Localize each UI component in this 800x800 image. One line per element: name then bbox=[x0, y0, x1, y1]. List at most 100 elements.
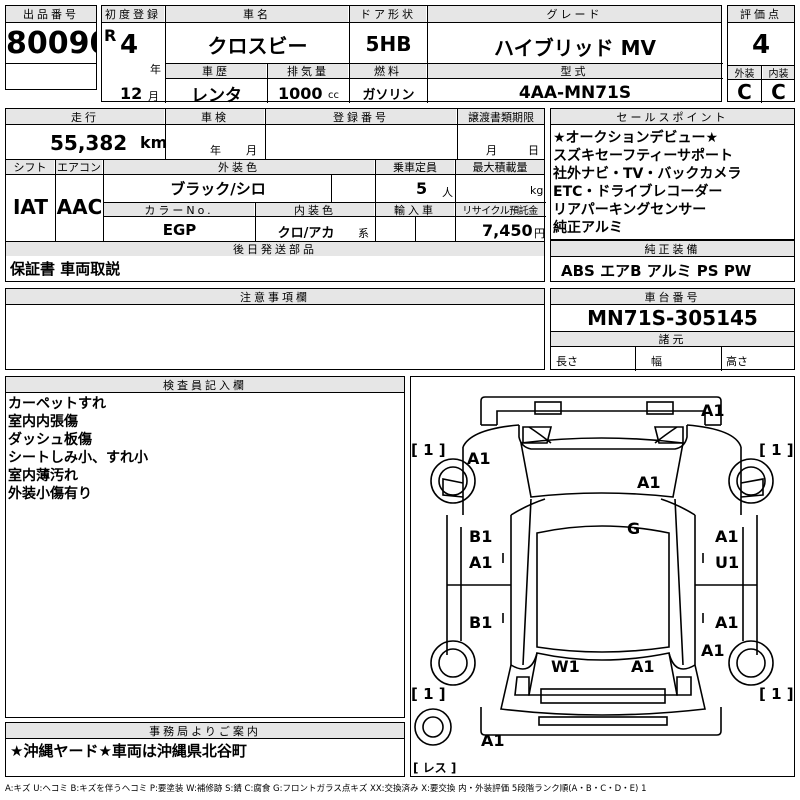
inspector-box: 検査員記入欄 カーペットすれ 室内内張傷 ダッシュ板傷 シートしみ小、すれ小 室… bbox=[5, 376, 405, 718]
height-label: 高さ bbox=[726, 355, 748, 368]
length-label: 長さ bbox=[556, 355, 578, 368]
genuine-equip: ABS エアB アルミ PS PW bbox=[561, 262, 752, 280]
sales-point: リアパーキングセンサー bbox=[553, 202, 707, 218]
damage-mark: A1 bbox=[701, 641, 725, 660]
car-name-label: 車名 bbox=[166, 6, 348, 22]
mileage-label: 走行 bbox=[6, 109, 164, 124]
recycle: 7,450 bbox=[482, 221, 533, 240]
damage-mark: B1 bbox=[469, 527, 493, 546]
sales-point: ETC・ドライブレコーダー bbox=[553, 184, 723, 200]
kg-unit: kg bbox=[530, 184, 544, 197]
score-box: 評価点 4 外装 内装 C C bbox=[727, 5, 795, 104]
damage-diagram-box: A1 A1 A1 G B1 A1 A1 U1 B1 A1 A1 W1 A1 A1… bbox=[410, 376, 795, 777]
displacement: 1000 bbox=[278, 84, 323, 103]
sales-points-box: セールスポイント ★オークションデビュー★ スズキセーフティーサポート 社外ナビ… bbox=[550, 108, 795, 240]
chassis-box: 車台番号 MN71S-305145 諸元 長さ 幅 高さ bbox=[550, 288, 795, 371]
office-notice: ★沖縄ヤード★車両は沖縄県北谷町 bbox=[10, 742, 247, 760]
registration-box: 走行 車検 登録番号 譲渡書類期限 55,382 km 年 月 月 日 シフト … bbox=[5, 108, 546, 257]
chassis-number: MN71S-305145 bbox=[587, 306, 758, 330]
recycle-label: リサイクル預託金 bbox=[456, 203, 544, 216]
damage-mark: W1 bbox=[551, 657, 580, 676]
month-unit: 月 bbox=[148, 90, 159, 103]
chassis-label: 車台番号 bbox=[551, 289, 794, 304]
inspection-label: 車検 bbox=[166, 109, 264, 124]
era: R bbox=[104, 26, 117, 45]
color-no-label: カラーNo. bbox=[104, 203, 254, 216]
model-code-label: 型式 bbox=[428, 64, 721, 78]
transfer-label: 譲渡書類期限 bbox=[458, 109, 544, 124]
person-unit: 人 bbox=[442, 186, 453, 199]
tire-tread-rl: [ 1 ] bbox=[411, 685, 446, 703]
reg-year: 4 bbox=[120, 30, 139, 60]
grade: ハイブリッド MV bbox=[494, 36, 656, 60]
spare-tire: [ レス ] bbox=[413, 761, 457, 775]
damage-mark: A1 bbox=[467, 449, 491, 468]
month-unit-2: 月 bbox=[246, 144, 257, 157]
sales-points-label: セールスポイント bbox=[551, 109, 794, 124]
int-color-label: 内装色 bbox=[256, 203, 374, 216]
aircon-label: エアコン bbox=[56, 160, 102, 174]
first-reg-label: 初度登録 bbox=[102, 6, 164, 22]
notes-box: 注意事項欄 bbox=[5, 288, 545, 370]
specs-label: 諸元 bbox=[551, 332, 794, 346]
interior-grade: C bbox=[771, 80, 786, 104]
door-type: 5HB bbox=[365, 32, 412, 56]
fuel: ガソリン bbox=[362, 88, 415, 103]
shift: IAT bbox=[12, 195, 48, 219]
genuine-equip-box: 純正装備 ABS エアB アルミ PS PW bbox=[550, 240, 795, 282]
score-label: 評価点 bbox=[728, 6, 794, 22]
interior-label: 内装 bbox=[763, 66, 794, 79]
year-unit-2: 年 bbox=[210, 144, 221, 157]
capacity: 5 bbox=[416, 179, 428, 198]
width-label: 幅 bbox=[651, 355, 662, 368]
import-label: 輸入車 bbox=[376, 203, 454, 216]
sales-point: 純正アルミ bbox=[553, 220, 623, 236]
history-label: 車歴 bbox=[166, 64, 266, 78]
genuine-equip-label: 純正装備 bbox=[551, 241, 794, 256]
sales-point: 社外ナビ・TV・バックカメラ bbox=[553, 166, 742, 182]
inspector-note: 外装小傷有り bbox=[8, 486, 92, 502]
sales-point: ★オークションデビュー★ bbox=[553, 130, 719, 146]
yen-unit: 円 bbox=[534, 227, 545, 240]
day-unit: 日 bbox=[528, 144, 539, 157]
damage-mark: A1 bbox=[631, 657, 655, 676]
office-notice-box: 事務局よりご案内 ★沖縄ヤード★車両は沖縄県北谷町 bbox=[5, 722, 405, 777]
mileage: 55,382 bbox=[50, 131, 128, 155]
lot-number-box: 出品番号 80090 bbox=[5, 5, 97, 90]
lot-number-label: 出品番号 bbox=[6, 6, 96, 22]
damage-mark: B1 bbox=[469, 613, 493, 632]
aircon: AAC bbox=[56, 195, 103, 219]
car-diagram bbox=[414, 396, 774, 746]
int-color: クロ/アカ bbox=[277, 226, 335, 241]
exterior-label: 外装 bbox=[728, 66, 761, 79]
damage-mark: U1 bbox=[715, 553, 740, 572]
grade-label: グレード bbox=[428, 6, 721, 22]
later-parts-box: 保証書 車両取説 bbox=[5, 256, 545, 282]
ext-color-label: 外装色 bbox=[104, 160, 374, 174]
cc-unit: cc bbox=[328, 90, 339, 101]
damage-mark: A1 bbox=[637, 473, 661, 492]
shift-label: シフト bbox=[6, 160, 54, 174]
damage-mark: A1 bbox=[701, 401, 725, 420]
month-unit-3: 月 bbox=[486, 144, 497, 157]
tire-tread-fr: [ 1 ] bbox=[759, 441, 794, 459]
inspector-note: シートしみ小、すれ小 bbox=[8, 450, 148, 466]
later-parts-label: 後日発送部品 bbox=[6, 242, 544, 256]
damage-mark: A1 bbox=[481, 731, 505, 750]
score: 4 bbox=[751, 30, 771, 60]
notes-label: 注意事項欄 bbox=[6, 289, 544, 304]
damage-mark: A1 bbox=[715, 527, 739, 546]
damage-mark: A1 bbox=[469, 553, 493, 572]
inspector-note: 室内薄汚れ bbox=[8, 468, 78, 484]
legend: A:キズ U:ヘコミ B:キズを伴うヘコミ P:要塗装 W:補修跡 S:錆 C:… bbox=[5, 784, 647, 794]
km-unit: km bbox=[140, 133, 168, 152]
sales-point: スズキセーフティーサポート bbox=[553, 148, 734, 164]
damage-mark: G bbox=[627, 519, 641, 538]
color-no: EGP bbox=[162, 221, 197, 239]
damage-mark: A1 bbox=[715, 613, 739, 632]
vehicle-basic-box: 初度登録 車名 ドア形状 グレード R 4 年 クロスビー 5HB ハイブリッド… bbox=[101, 5, 723, 106]
door-label: ドア形状 bbox=[350, 6, 426, 22]
max-load-label: 最大積載量 bbox=[456, 160, 544, 174]
model-code: 4AA-MN71S bbox=[518, 83, 632, 103]
reg-number-label: 登録番号 bbox=[266, 109, 456, 124]
